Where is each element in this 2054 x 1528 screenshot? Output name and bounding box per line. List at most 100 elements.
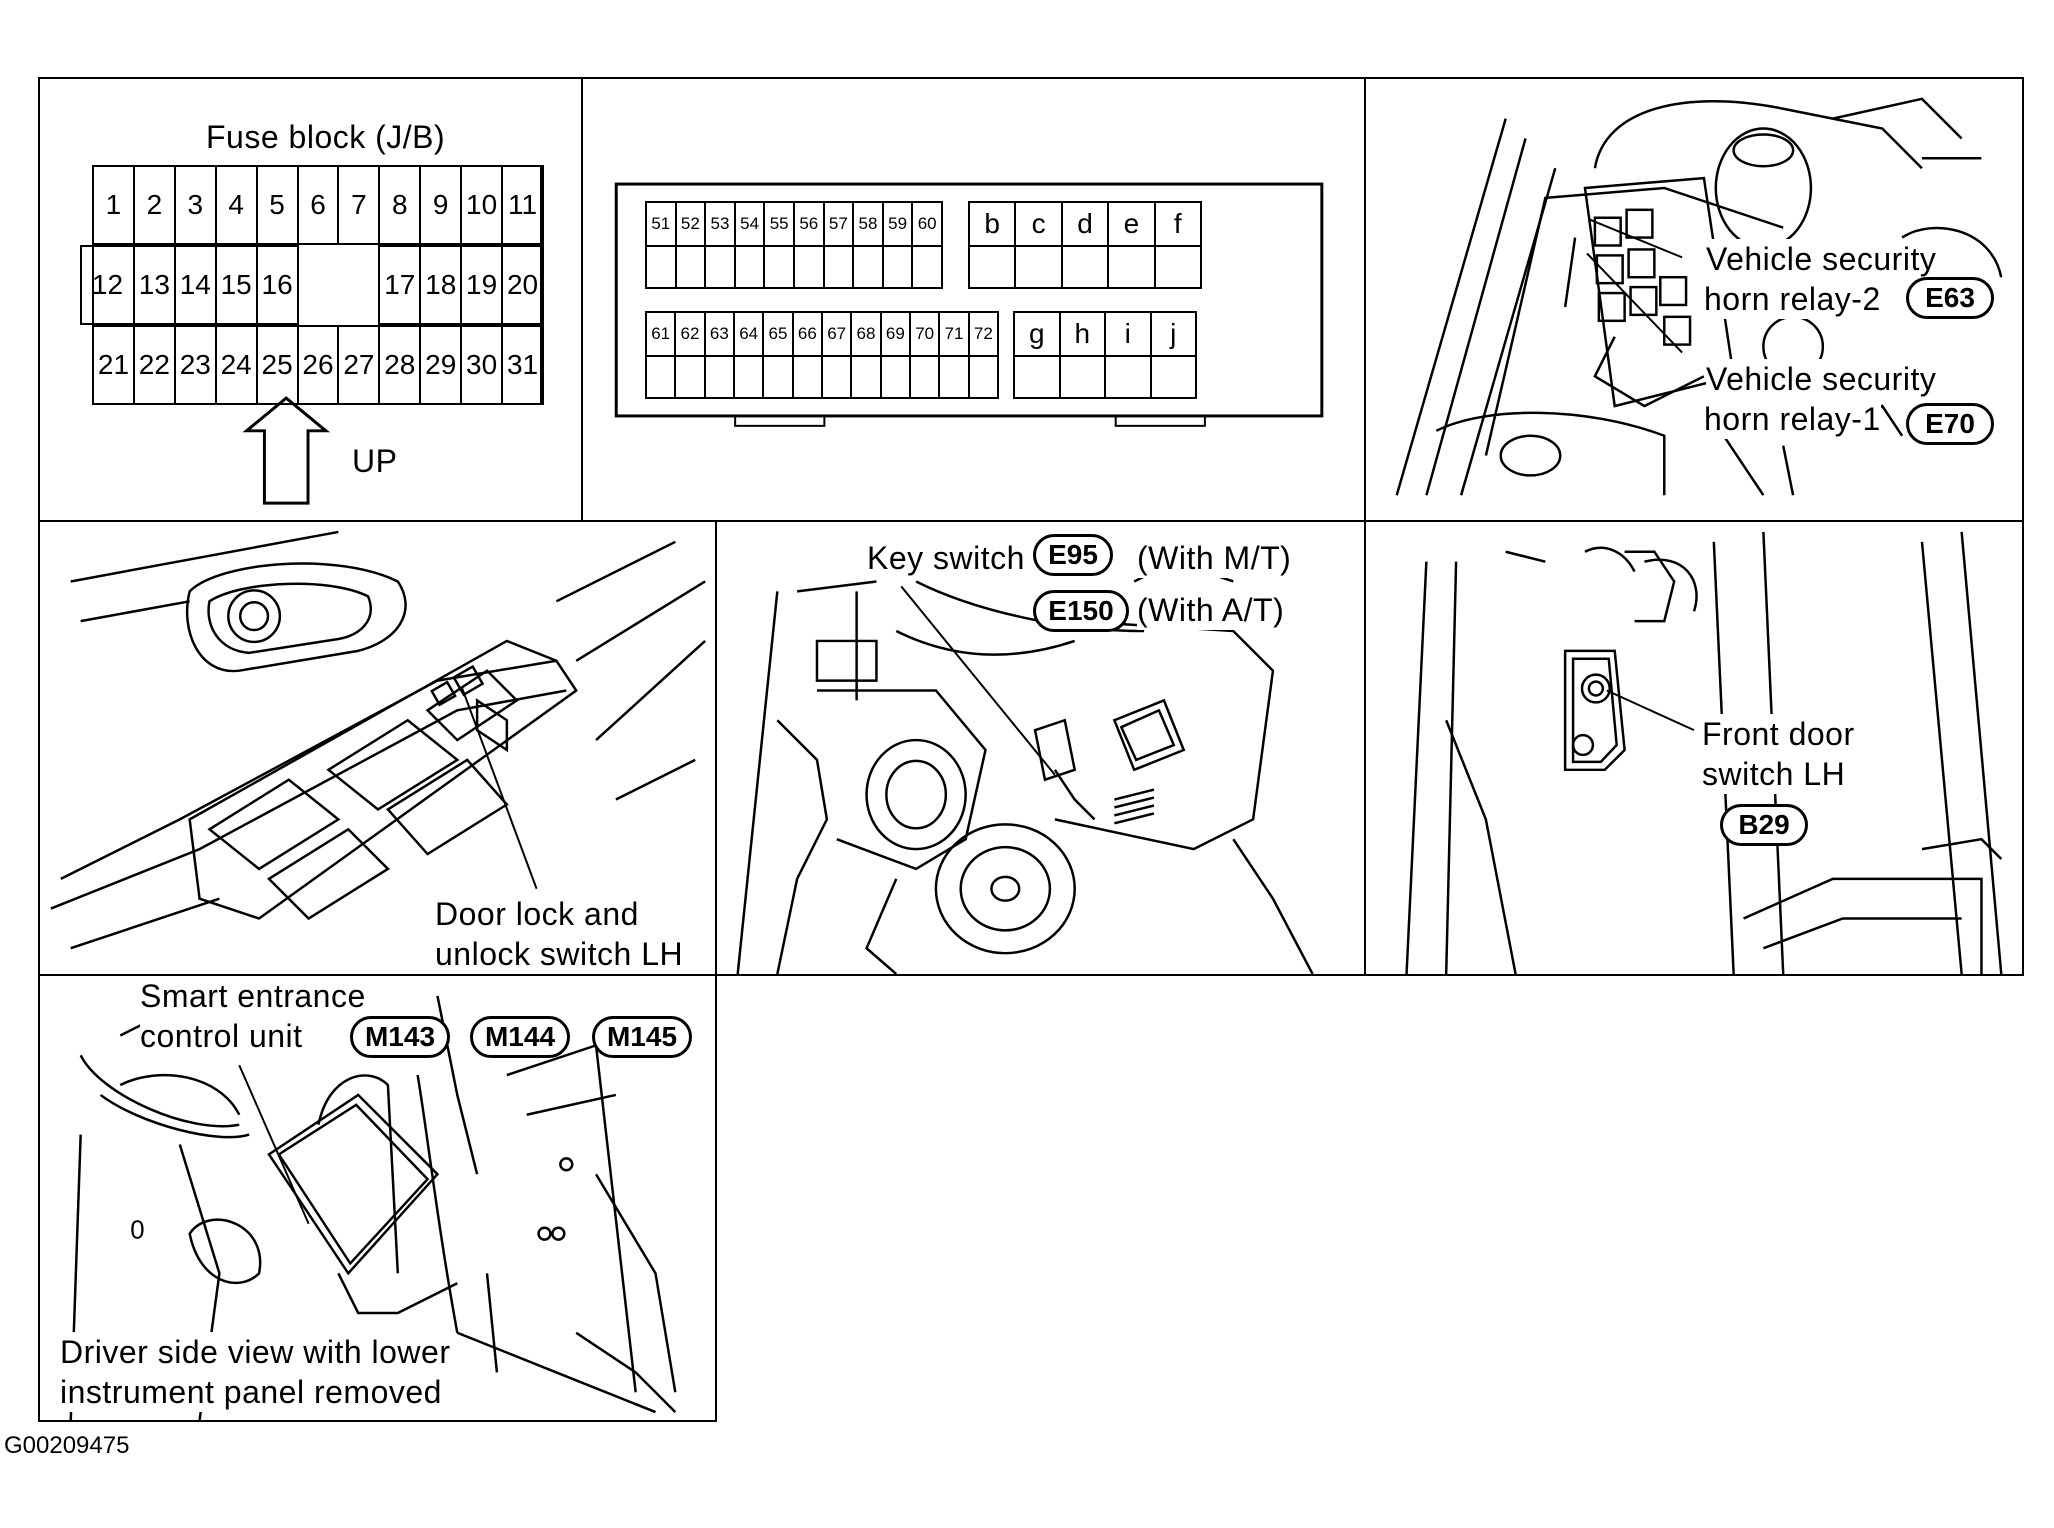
fuse-cell: 27 xyxy=(337,325,381,405)
door-armrest-illustration xyxy=(50,530,706,950)
connector-top-number-pin: 59 xyxy=(881,201,914,247)
connector-bottom-number-pin: 70 xyxy=(909,311,941,357)
key-switch-at-note: (With A/T) xyxy=(1137,590,1285,630)
connector-top-letter-pin: c xyxy=(1014,201,1063,247)
connector-bottom-letter-pin-blank xyxy=(1058,355,1106,399)
relay1-connector-badge: E70 xyxy=(1906,403,1994,445)
connector-top-number-pin-blank xyxy=(852,245,884,289)
connector-bottom-letter-pin: g xyxy=(1013,311,1061,357)
fuse-cell: 22 xyxy=(132,325,176,405)
connector-top-number-pin: 55 xyxy=(763,201,795,247)
fuse-cell: 8 xyxy=(378,165,422,245)
connector-bottom-number-pin-blank xyxy=(645,355,677,399)
connector-bottom-letter-pin-blank xyxy=(1149,355,1197,399)
connector-top-number-pin: 58 xyxy=(852,201,884,247)
connector-top-number-pin: 53 xyxy=(704,201,736,247)
fuse-cell: 17 xyxy=(378,245,422,325)
front-door-label-line2: switch LH xyxy=(1702,754,1846,794)
connector-bottom-number-pin-blank xyxy=(909,355,941,399)
fuse-cell: 30 xyxy=(460,325,504,405)
fuse-cell: 24 xyxy=(214,325,258,405)
connector-bottom-letter-pin: i xyxy=(1104,311,1152,357)
connector-bottom-letter-pin: j xyxy=(1149,311,1197,357)
fuse-cell: 9 xyxy=(419,165,463,245)
connector-top-letter-pin-blank xyxy=(1060,245,1110,289)
fuse-cell: 10 xyxy=(460,165,504,245)
fuse-cell: 2 xyxy=(132,165,176,245)
smart-entrance-badge-m143: M143 xyxy=(350,1016,450,1058)
connector-top-number-pin-blank xyxy=(911,245,943,289)
fuse-cell: 7 xyxy=(337,165,381,245)
connector-bottom-number-pin-blank xyxy=(938,355,970,399)
smart-entrance-badge-m145: M145 xyxy=(592,1016,692,1058)
connector-bottom-number-pin: 65 xyxy=(762,311,794,357)
key-switch-panel: Key switch E95 (With M/T) E150 (With A/T… xyxy=(715,520,1366,976)
smart-entrance-label-line1: Smart entrance xyxy=(140,976,366,1016)
connector-top-letter-pin-blank xyxy=(1153,245,1202,289)
connector-top-letter-pin: b xyxy=(968,201,1017,247)
connector-top-number-pin-blank xyxy=(645,245,677,289)
connector-bottom-number-pin: 71 xyxy=(938,311,970,357)
connector-bottom-number-pin: 66 xyxy=(791,311,823,357)
fuse-cell: 13 xyxy=(132,245,176,325)
figure-id: G00209475 xyxy=(4,1432,130,1459)
fuse-cell: 6 xyxy=(296,165,340,245)
decorative-zero-mark: 0 xyxy=(130,1217,144,1245)
fuse-cell: 26 xyxy=(296,325,340,405)
smart-entrance-caption-line2: instrument panel removed xyxy=(60,1372,442,1412)
fuse-cell: 16 xyxy=(255,245,299,325)
connector-bottom-number-pin-blank xyxy=(791,355,823,399)
door-pillar-illustration xyxy=(1405,531,2003,974)
relay2-connector-badge: E63 xyxy=(1906,277,1994,319)
connector-top-number-pin-blank xyxy=(704,245,736,289)
front-door-panel: Front door switch LH B29 xyxy=(1364,520,2024,976)
connector-top-number-pin-blank xyxy=(822,245,855,289)
fuse-cell: 11 xyxy=(501,165,544,245)
connector-bottom-number-pin-blank xyxy=(674,355,706,399)
connector-bottom-number-pin: 67 xyxy=(821,311,853,357)
connector-bottom-number-pin-blank xyxy=(967,355,999,399)
fuse-cell: 18 xyxy=(419,245,463,325)
front-door-label-line1: Front door xyxy=(1702,714,1855,754)
connector-top-number-pin-blank xyxy=(881,245,914,289)
fuse-cell: 14 xyxy=(173,245,217,325)
connector-bottom-number-pin: 68 xyxy=(850,311,882,357)
smart-entrance-caption-line1: Driver side view with lower xyxy=(60,1332,451,1372)
connector-bottom-number-pin-blank xyxy=(762,355,794,399)
connector-bottom-number-pin: 69 xyxy=(879,311,911,357)
connector-bottom-number-pin-blank xyxy=(850,355,882,399)
fuse-cell: 3 xyxy=(173,165,217,245)
relay1-label-line1: Vehicle security xyxy=(1706,359,1937,399)
relay2-label-line2: horn relay-2 xyxy=(1704,279,1881,319)
connector-top-number-pin: 56 xyxy=(793,201,825,247)
fuse-cell: 19 xyxy=(460,245,504,325)
steering-column-illustration xyxy=(736,560,1314,974)
fuse-cell: 25 xyxy=(255,325,299,405)
front-door-connector-badge: B29 xyxy=(1720,804,1808,846)
smart-entrance-panel: 0 Smart entrance control unit M143 M144 … xyxy=(38,974,717,1422)
connector-bottom-number-pin-blank xyxy=(821,355,853,399)
fuse-cell: 1 xyxy=(92,165,135,245)
connector-top-letter-pin: d xyxy=(1060,201,1110,247)
connector-top-letter-pin: f xyxy=(1153,201,1202,247)
connector-bottom-number-pin: 72 xyxy=(967,311,999,357)
connector-bottom-number-pin: 64 xyxy=(733,311,765,357)
connector-housing xyxy=(614,182,1324,427)
smart-entrance-label-line2: control unit xyxy=(140,1016,303,1056)
fuse-cell: 4 xyxy=(214,165,258,245)
fuse-cell: 5 xyxy=(255,165,299,245)
connector-top-number-pin: 54 xyxy=(733,201,766,247)
connector-top-number-pin: 52 xyxy=(674,201,707,247)
fuse-cell: 29 xyxy=(419,325,463,405)
connector-bottom-number-pin-blank xyxy=(733,355,765,399)
fuse-cell: 31 xyxy=(501,325,544,405)
up-label: UP xyxy=(352,443,398,479)
relay2-label-line1: Vehicle security xyxy=(1706,239,1937,279)
connector-bottom-number-pin-blank xyxy=(879,355,911,399)
connector-top-number-pin-blank xyxy=(763,245,795,289)
